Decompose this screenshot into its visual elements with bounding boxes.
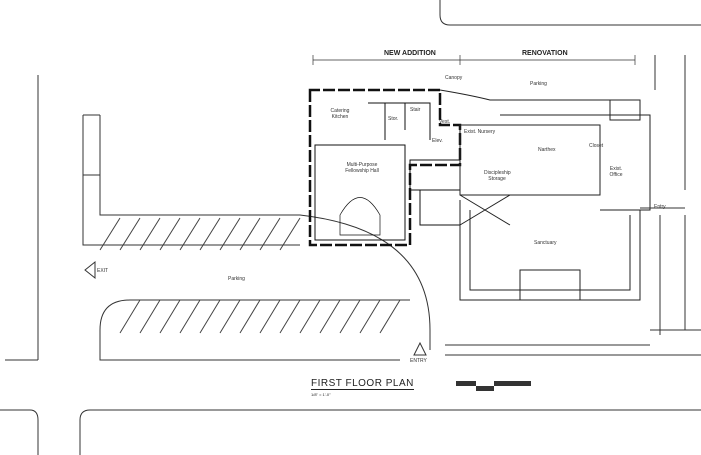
parking-lot bbox=[82, 115, 431, 361]
curb-top bbox=[439, 0, 701, 26]
room-label: Vest. bbox=[439, 119, 451, 125]
street-right bbox=[650, 55, 701, 335]
room-label: Exist. Office bbox=[609, 166, 623, 178]
existing-building bbox=[439, 89, 651, 301]
renovation-header: RENOVATION bbox=[522, 50, 568, 57]
room-label: Canopy bbox=[445, 75, 463, 81]
entry-arrow-icon bbox=[413, 341, 427, 356]
room-label: Narthex bbox=[538, 147, 556, 153]
plan-title: FIRST FLOOR PLAN bbox=[311, 378, 414, 390]
room-label: Elev. bbox=[432, 138, 443, 144]
new-addition-header: NEW ADDITION bbox=[384, 50, 436, 57]
room-label: Multi-Purpose Fellowship Hall bbox=[345, 162, 379, 174]
room-label: Stair bbox=[410, 107, 421, 113]
dimension-line bbox=[312, 55, 636, 65]
room-label: Entry bbox=[654, 204, 666, 210]
exit-arrow-icon bbox=[84, 260, 96, 280]
room-label: Parking bbox=[530, 81, 547, 87]
room-label: Exist. Nursery bbox=[464, 129, 496, 135]
scale-bar bbox=[456, 381, 531, 391]
exit-label: EXIT bbox=[97, 268, 109, 274]
scale-text: 1/8" = 1'-0" bbox=[311, 392, 331, 397]
entry-label: ENTRY bbox=[410, 358, 427, 364]
curb-bottom bbox=[79, 409, 701, 455]
room-label: Stor. bbox=[388, 116, 399, 122]
room-label: Sanctuary bbox=[534, 240, 557, 246]
room-label: Parking bbox=[228, 276, 245, 282]
room-label: Catering Kitchen bbox=[330, 108, 350, 120]
parking-stalls bbox=[99, 217, 401, 334]
room-label: Discipleship Storage bbox=[484, 170, 511, 182]
sidewalk bbox=[445, 344, 701, 356]
room-label: Closet bbox=[589, 143, 604, 149]
